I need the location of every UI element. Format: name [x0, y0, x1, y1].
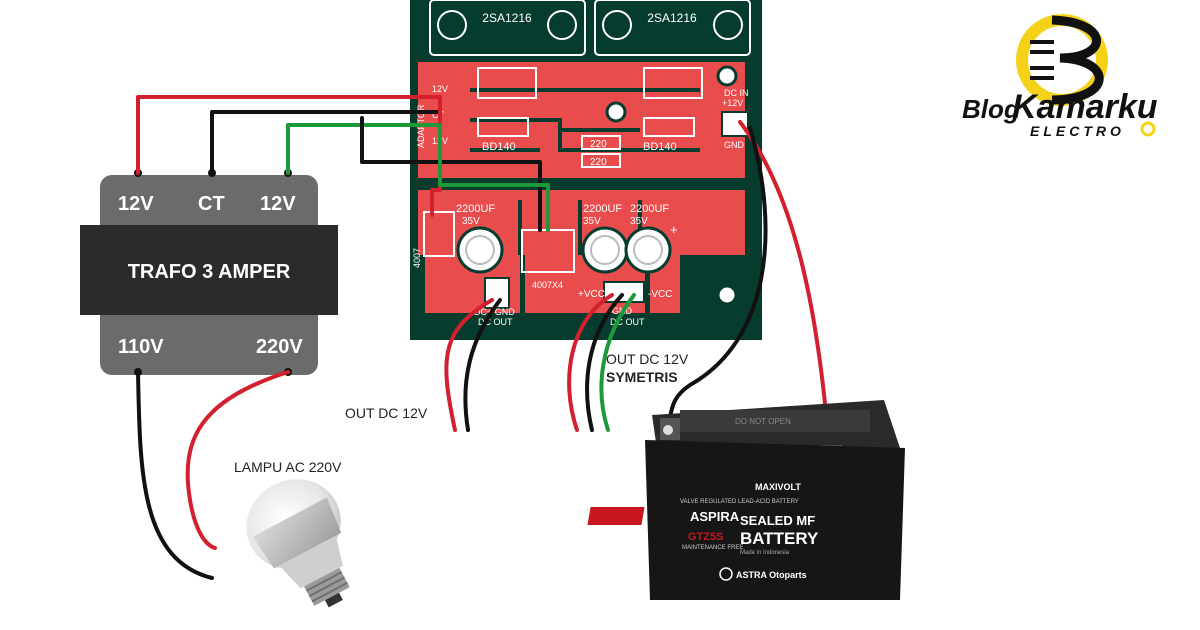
dc-in-gnd: GND [724, 140, 745, 150]
transformer-pin-220v: 220V [256, 336, 303, 358]
out-right-minus: -VCC [648, 289, 672, 300]
wire-battery-black [668, 126, 768, 420]
label-out-dc-sym-2: SYMETRIS [606, 369, 678, 385]
driver-left: BD140 [477, 67, 537, 153]
capacitor-right: 2200UF 35V + [624, 203, 678, 274]
wire-110v-black [136, 370, 214, 580]
wire-12v-green [286, 123, 442, 175]
capacitor-left: 2200UF 35V [456, 203, 504, 274]
resistor-top: 220 [581, 135, 621, 150]
wire-ct-black [210, 110, 442, 175]
transistor-right-label: 2SA1216 [647, 11, 697, 25]
out-left-terms: DC+ GND [474, 307, 515, 317]
pcb-pin-12v-a: 12V [432, 84, 448, 94]
logo-sub: ELECTRO [1030, 123, 1125, 139]
driver-left-label: BD140 [482, 141, 516, 153]
logo-name: Kamarku [1012, 88, 1158, 126]
driver-right-label: BD140 [643, 141, 677, 153]
battery-maint: MAINTENANCE FREE [682, 545, 743, 551]
driver-right: BD140 [643, 67, 703, 153]
label-out-dc-sym-1: OUT DC 12V [606, 351, 689, 367]
diode-bank-left: 4007 [412, 211, 455, 268]
svg-text:35V: 35V [462, 216, 480, 227]
pcb-board: 2SA1216 2SA1216 [410, 0, 762, 340]
transformer-pin-ct: CT [198, 193, 225, 215]
battery-line1: SEALED MF [740, 513, 815, 528]
battery-valve: VALVE REGULATED LEAD-ACID BATTERY [680, 499, 799, 505]
dc-in-plus: +12V [722, 98, 743, 108]
battery-line2: BATTERY [740, 529, 819, 548]
out-left-label: DC OUT [478, 317, 513, 327]
transistor-pad-left: 2SA1216 [429, 0, 586, 56]
blog-logo: Blog Kamarku ELECTRO [962, 14, 1158, 139]
mount-hole [716, 65, 738, 87]
transformer-title: TRAFO 3 AMPER [128, 261, 291, 283]
battery-brand: ASPIRA [690, 509, 740, 524]
mount-hole [605, 101, 627, 123]
battery: DO NOT OPEN MAXIVOLT VALVE REGULATED LEA… [587, 400, 905, 600]
resistor-bottom: 220 [581, 153, 621, 168]
svg-text:35V: 35V [630, 216, 648, 227]
transistor-left-label: 2SA1216 [482, 11, 532, 25]
terminal-dc-out-right [603, 281, 645, 303]
wire-220v-red [185, 370, 290, 550]
out-right-label: DC OUT [610, 317, 645, 327]
wire-12v-red [136, 95, 442, 175]
label-out-dc-12v: OUT DC 12V [345, 405, 428, 421]
transformer-pin-12v-right: 12V [260, 193, 296, 215]
terminal-dc-in [721, 111, 749, 137]
capacitor-mid: 2200UF 35V [581, 203, 629, 274]
transistor-pad-right: 2SA1216 [594, 0, 751, 56]
transformer: 12V CT 12V TRAFO 3 AMPER 110V 220V [80, 169, 338, 376]
battery-maxivolt: MAXIVOLT [755, 482, 801, 492]
out-right-plus: +VCC [578, 289, 605, 300]
battery-top-warning: DO NOT OPEN [735, 417, 791, 426]
dc-in-label: DC IN [724, 88, 749, 98]
svg-text:35V: 35V [583, 216, 601, 227]
svg-text:2200UF: 2200UF [583, 203, 622, 215]
transformer-pin-12v-left: 12V [118, 193, 154, 215]
lamp-bulb [246, 479, 350, 608]
svg-text:220: 220 [590, 157, 607, 168]
svg-text:4007X4: 4007X4 [532, 280, 563, 290]
logo-script: Blog [962, 94, 1020, 124]
battery-made-in: Made in Indonesia [740, 550, 790, 556]
svg-text:4007: 4007 [412, 248, 422, 268]
svg-text:2200UF: 2200UF [456, 203, 495, 215]
transformer-pin-110v: 110V [118, 336, 164, 358]
label-lamp: LAMPU AC 220V [234, 459, 342, 475]
battery-distributor: ASTRA Otoparts [736, 570, 807, 580]
mount-hole [716, 284, 738, 306]
svg-text:220: 220 [590, 139, 607, 150]
svg-text:+: + [670, 222, 678, 237]
battery-model: GTZ5S [688, 531, 723, 543]
svg-text:2200UF: 2200UF [630, 203, 669, 215]
